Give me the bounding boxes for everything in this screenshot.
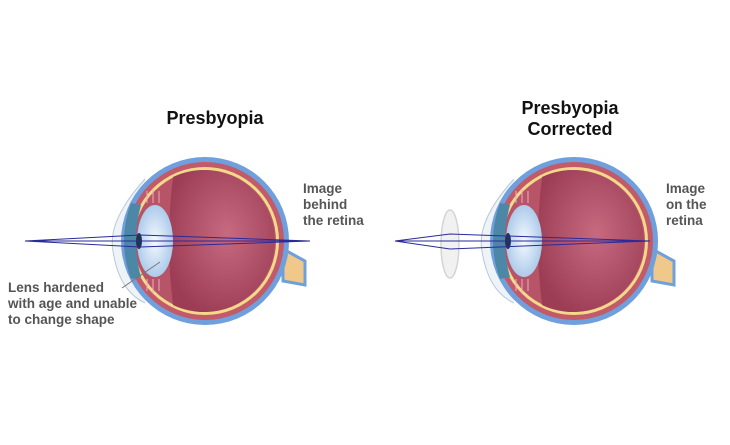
label-line: on the (666, 197, 707, 212)
label-line: Image (666, 181, 706, 196)
label-line: Lens hardened (8, 280, 105, 295)
lens-hardened-label: Lens hardened with age and unable to cha… (8, 280, 137, 328)
label-line: the retina (303, 213, 364, 228)
left-title: Presbyopia (166, 108, 264, 128)
label-line: with age and unable (8, 296, 138, 311)
left-light-rays (24, 234, 311, 248)
right-title: Presbyopia Corrected (495, 98, 645, 140)
corrective-lens (440, 209, 460, 279)
image-on-retina-label: Image on the retina (666, 181, 707, 229)
right-light-rays (394, 233, 651, 250)
label-line: behind (303, 197, 348, 212)
right-title-line-2: Corrected (527, 119, 613, 139)
label-line: Image (303, 181, 343, 196)
label-line: to change shape (8, 312, 115, 327)
image-behind-retina-label: Image behind the retina (303, 181, 364, 229)
right-title-line-1: Presbyopia (521, 98, 619, 118)
lens-label-pointer (121, 261, 161, 289)
label-line: retina (666, 213, 703, 228)
